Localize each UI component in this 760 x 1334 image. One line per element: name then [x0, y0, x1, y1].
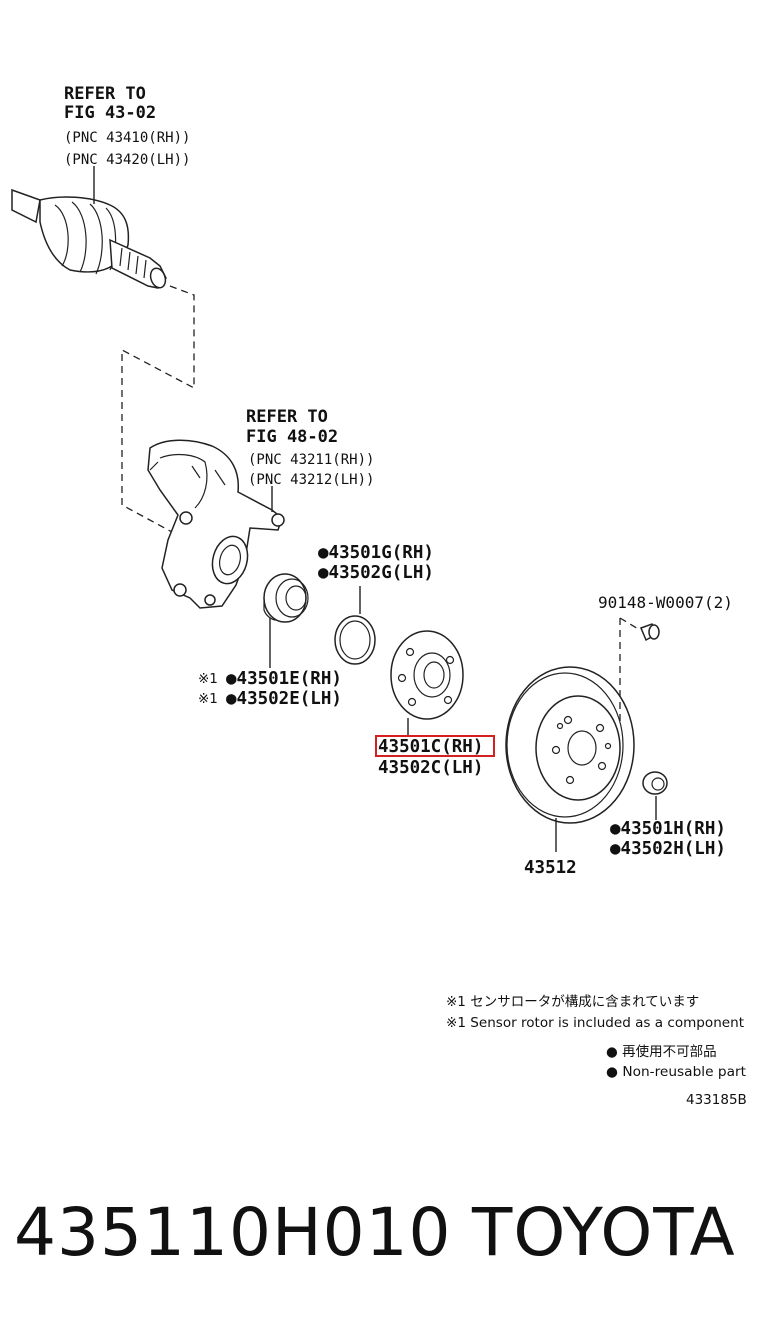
- figure-code: 433185B: [686, 1092, 747, 1108]
- shaft-pnc-lh-label: (PNC 43420(LH)): [64, 152, 190, 168]
- snap-ring-rh-label[interactable]: ●43501G(RH): [318, 543, 434, 563]
- hub-rh-highlight-box: [375, 735, 495, 757]
- note-nonreusable-jp: ● 再使用不可部品: [606, 1043, 717, 1060]
- disc-rotor-illustration: [505, 666, 635, 824]
- footer-part-number: 435110H010: [14, 1194, 452, 1271]
- hub-lh-label[interactable]: 43502C(LH): [378, 758, 483, 778]
- knuckle-fig-label: FIG 48-02: [246, 427, 338, 447]
- shaft-refer-label: REFER TO: [64, 84, 146, 104]
- note-sensor-rotor-jp: ※1 センサロータが構成に含まれています: [446, 994, 699, 1010]
- note-sensor-rotor-en: ※1 Sensor rotor is included as a compone…: [446, 1015, 744, 1031]
- knuckle-pnc-lh-label: (PNC 43212(LH)): [248, 472, 374, 488]
- footer-caption: 435110H010 TOYOTA: [0, 1188, 760, 1278]
- hub-nut-illustration: [642, 771, 668, 795]
- hub-bearing-illustration: [263, 573, 309, 623]
- bearing-lh-label[interactable]: ●43502E(LH): [226, 689, 342, 709]
- note-nonreusable-en: ● Non-reusable part: [606, 1064, 746, 1080]
- footer-brand: TOYOTA: [472, 1194, 736, 1271]
- bearing-rh-label[interactable]: ●43501E(RH): [226, 669, 342, 689]
- screw-label[interactable]: 90148-W0007(2): [598, 593, 733, 612]
- shaft-fig-label: FIG 43-02: [64, 103, 156, 123]
- knuckle-refer-label: REFER TO: [246, 407, 328, 427]
- knuckle-pnc-rh-label: (PNC 43211(RH)): [248, 452, 374, 468]
- snap-ring-illustration: [334, 615, 376, 665]
- shaft-guide-line: [121, 285, 195, 533]
- disc-label[interactable]: 43512: [524, 858, 577, 878]
- snap-ring-lh-label[interactable]: ●43502G(LH): [318, 563, 434, 583]
- nut-rh-label[interactable]: ●43501H(RH): [610, 819, 726, 839]
- hub-rh-label[interactable]: 43501C(RH): [378, 737, 483, 757]
- screw-illustration: [640, 623, 660, 642]
- bearing-note-mark-rh: ※1: [198, 671, 218, 687]
- bearing-note-mark-lh: ※1: [198, 691, 218, 707]
- steering-knuckle-illustration: [147, 439, 285, 609]
- drive-shaft-illustration: [11, 188, 167, 289]
- nut-lh-label[interactable]: ●43502H(LH): [610, 839, 726, 859]
- screw-guide-line: [619, 617, 641, 726]
- axle-hub-illustration: [390, 630, 464, 720]
- shaft-pnc-rh-label: (PNC 43410(RH)): [64, 130, 190, 146]
